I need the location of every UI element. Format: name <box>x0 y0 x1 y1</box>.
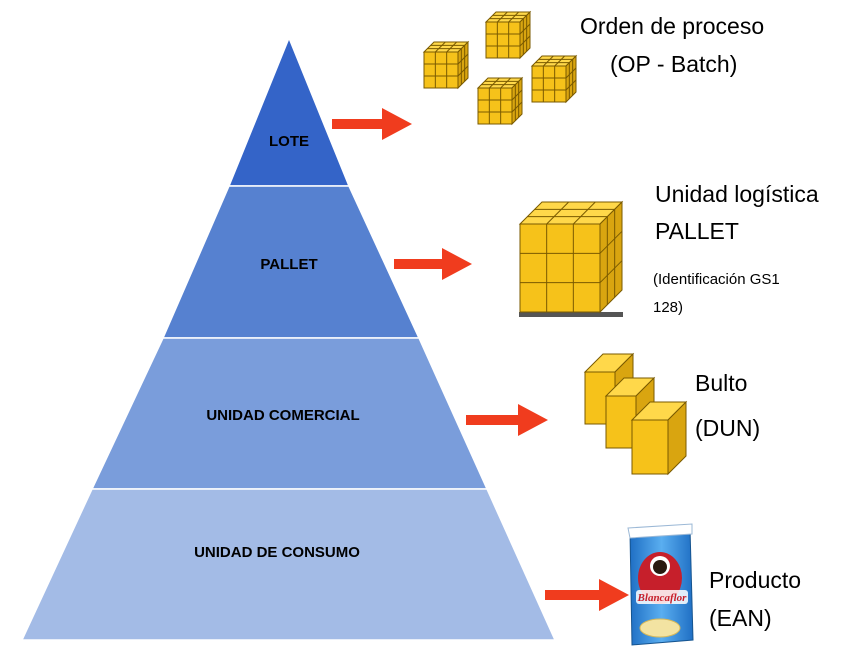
tier-label-consumo: UNIDAD DE CONSUMO <box>194 544 360 561</box>
pallet-note-line2: 128) <box>653 299 684 316</box>
tier-label-comercial: UNIDAD COMERCIAL <box>206 407 360 424</box>
consumo-subtitle: (EAN) <box>709 605 772 631</box>
cube-icon <box>422 40 470 90</box>
pallet-icon <box>518 200 624 317</box>
batch-boxes-icon <box>422 10 578 126</box>
arrow-consumo <box>545 579 629 611</box>
consumo-title: Producto <box>709 567 802 593</box>
flour-bag-icon: Blancaflor <box>627 523 694 646</box>
cube-icon <box>518 200 624 317</box>
arrow-comercial <box>466 404 548 436</box>
tier-label-pallet: PALLET <box>260 256 318 273</box>
cube-icon <box>484 10 532 60</box>
comercial-title: Bulto <box>695 370 748 396</box>
comercial-subtitle: (DUN) <box>695 415 761 441</box>
bag-brand-text: Blancaflor <box>637 592 688 604</box>
cube-icon <box>530 54 578 104</box>
lote-subtitle: (OP - Batch) <box>610 51 738 77</box>
pallet-title: Unidad logística <box>655 181 819 207</box>
pyramid-tier-lote <box>227 36 351 187</box>
carton-boxes-icon <box>583 352 688 476</box>
cube-icon <box>476 76 524 126</box>
pyramid-tier-consumo <box>20 488 557 641</box>
pallet-note-line1: (Identificación GS1 <box>653 271 780 288</box>
arrow-lote <box>332 108 412 140</box>
tier-label-lote: LOTE <box>269 133 309 150</box>
cube-icon <box>630 400 688 476</box>
arrow-pallet <box>394 248 472 280</box>
lote-title: Orden de proceso <box>580 13 765 39</box>
pallet-subtitle: PALLET <box>655 218 739 244</box>
